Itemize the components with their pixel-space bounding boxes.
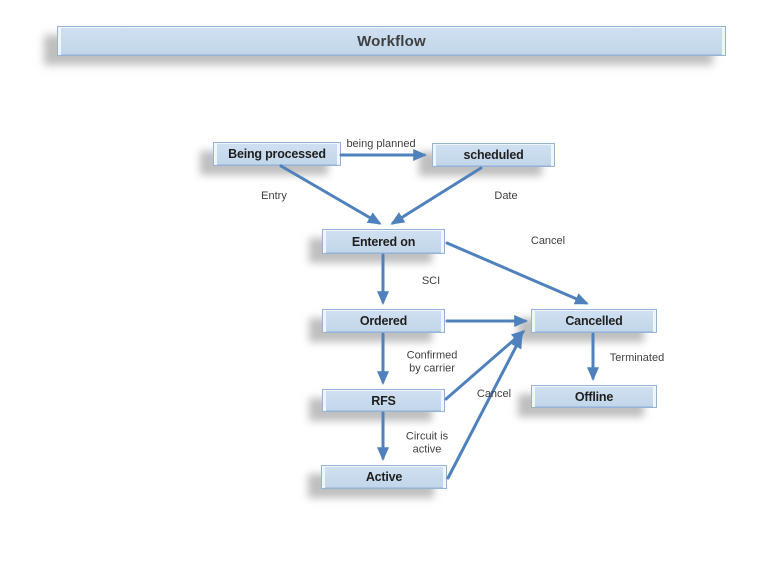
node-label-scheduled: scheduled (463, 148, 524, 162)
node-label-rfs: RFS (371, 393, 396, 408)
node-offline: Offline (531, 385, 657, 408)
workflow-title-label: Workflow (357, 32, 426, 50)
node-label-active: Active (365, 470, 403, 484)
edge-label-sci: SCI (422, 275, 440, 288)
edge-label-cancel-top: Cancel (531, 235, 565, 248)
edge-label-line: being planned (346, 137, 416, 150)
node-label-ordered: Ordered (359, 314, 408, 328)
edge-arrow-scheduled-to-entered-on (390, 166, 483, 225)
edge-label-line: Cancel (530, 234, 566, 247)
node-ordered: Ordered (322, 309, 445, 333)
node-label-offline: Offline (574, 389, 614, 404)
edge-label-line: Circuit is (405, 430, 449, 443)
edge-label-cancel-bottom: Cancel (477, 388, 511, 401)
node-being-processed: Being processed (213, 142, 341, 166)
edge-label-date: Date (494, 190, 517, 203)
edge-label-line: Terminated (609, 351, 665, 364)
edge-label-line: active (412, 443, 442, 455)
node-rfs: RFS (322, 389, 445, 412)
node-label-cancelled: Cancelled (565, 314, 623, 328)
edge-arrow-entered-on-to-cancelled (445, 241, 589, 305)
node-active: Active (321, 465, 447, 489)
edge-arrow-being-processed-to-entered-on (279, 164, 382, 225)
edge-label-line: Cancel (476, 387, 512, 400)
node-label-entered-on: Entered on (351, 234, 416, 249)
edge-label-line: Entry (261, 189, 287, 202)
node-entered-on: Entered on (322, 229, 445, 254)
edge-label-entry: Entry (261, 190, 287, 203)
edge-label-line: Confirmed (406, 349, 458, 362)
node-cancelled: Cancelled (531, 309, 657, 333)
node-label-being-processed: Being processed (228, 147, 326, 161)
edge-label-terminated: Terminated (610, 352, 664, 365)
edge-label-line: Date (494, 189, 518, 202)
node-scheduled: scheduled (432, 143, 555, 167)
workflow-title-bar: Workflow (57, 26, 726, 56)
edge-label-line: SCI (421, 274, 441, 287)
edge-arrow-active-to-cancelled (446, 334, 523, 480)
edge-label-line: by carrier (409, 362, 455, 374)
edge-label-being-planned: being planned (346, 138, 415, 151)
